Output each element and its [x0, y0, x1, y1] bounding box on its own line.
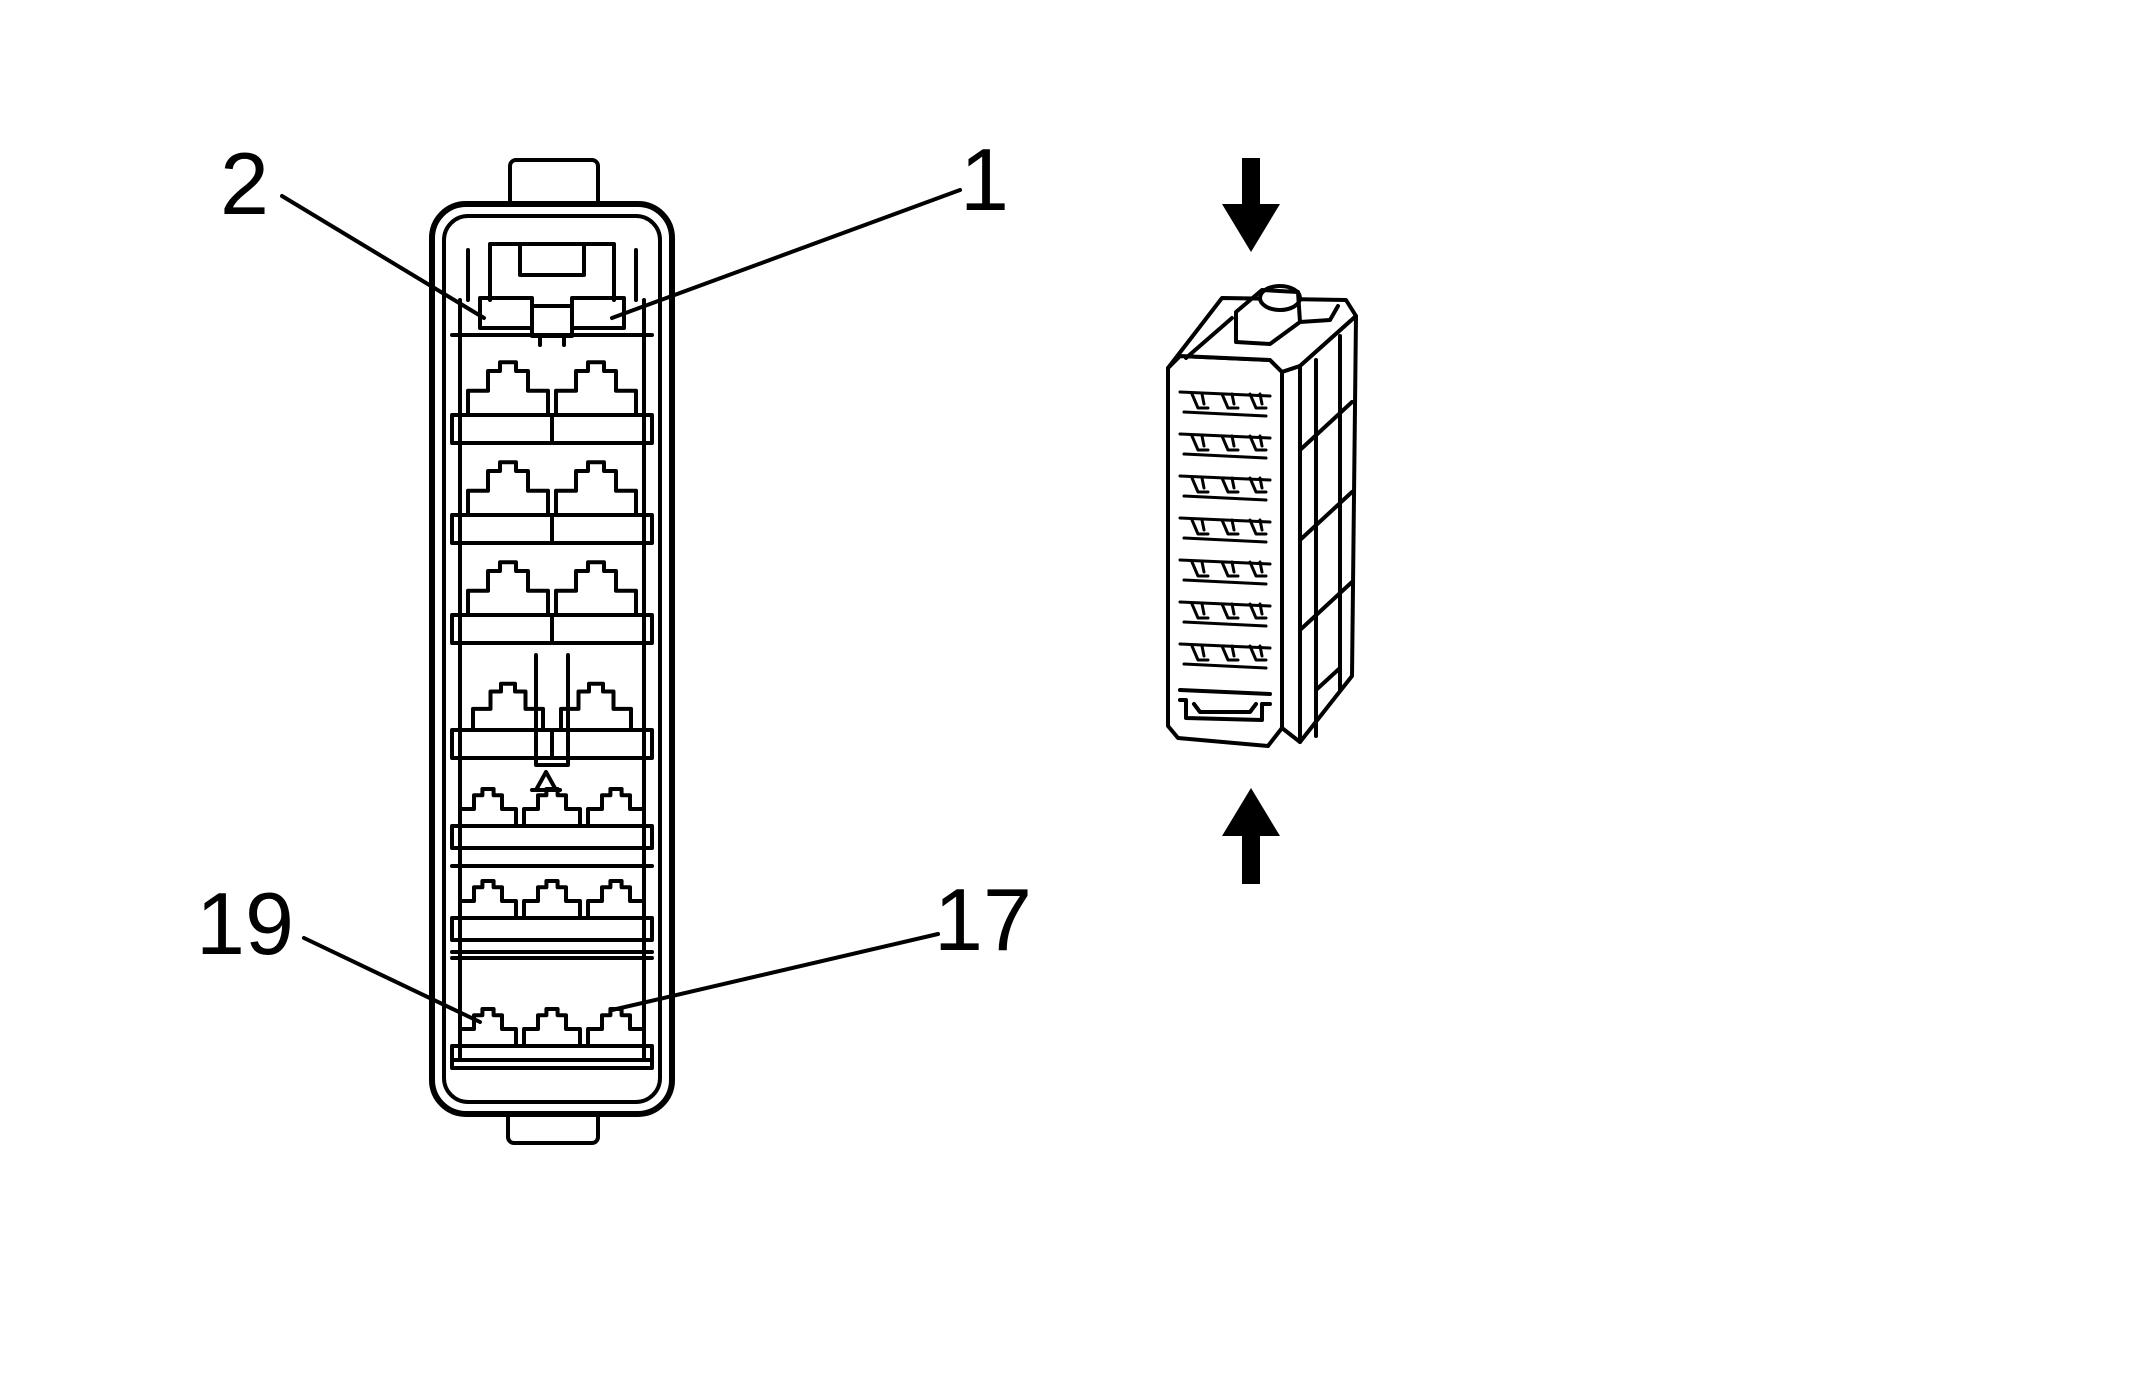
connector-iso-view — [1166, 158, 1358, 884]
iso-cavities — [1178, 390, 1272, 670]
leader-pin-2 — [280, 194, 486, 320]
iso-cavity-row — [1178, 390, 1272, 418]
iso-cavity-row — [1178, 432, 1272, 460]
arrow-down-icon — [1222, 158, 1280, 252]
connector-housing — [429, 201, 675, 1117]
iso-cavity-row — [1178, 600, 1272, 628]
polarization-mark — [530, 770, 562, 792]
iso-body-side — [1280, 314, 1358, 744]
housing-inner-wall — [442, 214, 662, 1104]
cavity-rows — [450, 360, 654, 1070]
iso-cavity-row — [1178, 516, 1272, 544]
cavity-row — [450, 879, 654, 942]
leader-pin-17 — [610, 932, 940, 1012]
cavity-row — [450, 787, 654, 850]
cavity-row — [450, 460, 654, 545]
cavity-row — [450, 681, 654, 760]
arrow-up-icon — [1222, 788, 1280, 884]
iso-cavity-row — [1178, 558, 1272, 586]
iso-cavity-row — [1178, 642, 1272, 670]
pin-label-1: 1 — [960, 130, 1009, 229]
top-key — [466, 242, 638, 302]
leader-pin-1 — [610, 188, 962, 320]
iso-bottom-latch — [1178, 688, 1272, 722]
cavity-row — [450, 560, 654, 645]
iso-cavity-row — [1178, 474, 1272, 502]
pin-label-2: 2 — [220, 134, 269, 233]
cavity-row — [450, 360, 654, 445]
leader-lines — [280, 188, 962, 1024]
connector-front-view — [429, 158, 675, 1145]
pin-label-17: 17 — [934, 870, 1032, 969]
pin-label-19: 19 — [196, 874, 294, 973]
leader-pin-19 — [302, 936, 482, 1024]
center-post — [534, 653, 570, 767]
